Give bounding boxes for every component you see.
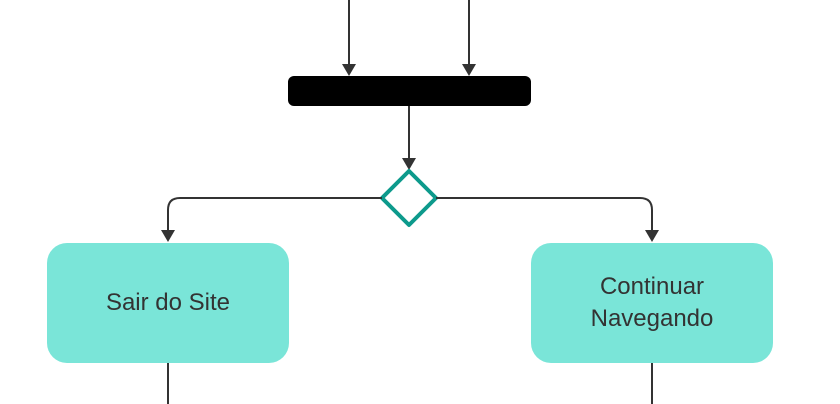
activity-continuar-navegando-box bbox=[531, 243, 773, 363]
flow-decision-to-left-activity bbox=[161, 197, 382, 242]
activity-continuar-navegando-label-line-2: Navegando bbox=[591, 305, 714, 332]
activity-sair-do-site-label: Sair do Site bbox=[106, 289, 230, 316]
activity-sair-do-site: Sair do Site bbox=[47, 243, 289, 363]
activity-continuar-navegando-label-line-1: Continuar bbox=[600, 273, 704, 300]
decision-node bbox=[380, 169, 438, 227]
activity-continuar-navegando: Continuar Navegando bbox=[531, 243, 773, 363]
flow-decision-to-right-activity bbox=[436, 197, 659, 242]
activity-sair-do-site-box bbox=[47, 243, 289, 363]
join-bar bbox=[288, 76, 531, 106]
